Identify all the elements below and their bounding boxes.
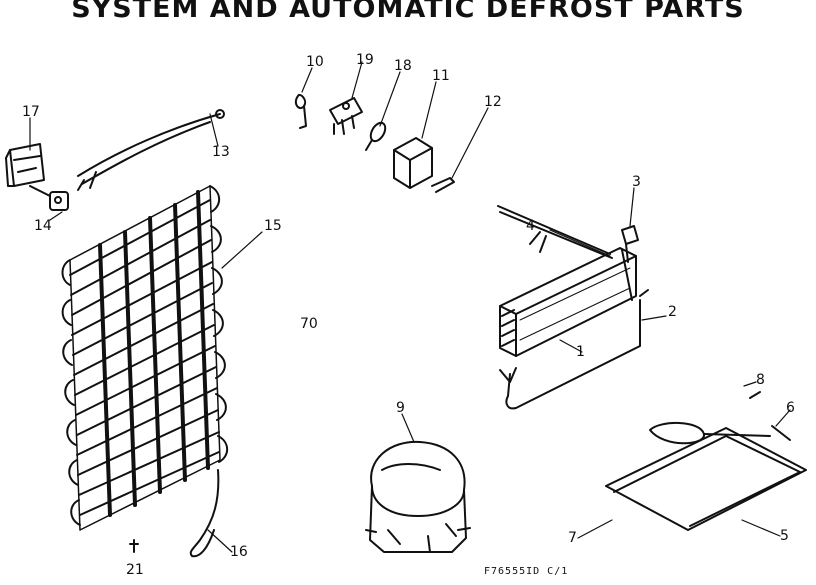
- callout-4: 4: [526, 218, 535, 234]
- figure-code: F76555ID C/1: [484, 566, 569, 577]
- callout-9: 9: [396, 400, 405, 416]
- diagram-title: SYSTEM AND AUTOMATIC DEFROST PARTS: [71, 0, 745, 24]
- evaporator: [499, 247, 637, 357]
- evaporator-wiring: [497, 205, 613, 259]
- callout-21: 21: [126, 562, 144, 578]
- callout-7: 7: [568, 530, 577, 546]
- callout-18: 18: [394, 58, 412, 74]
- callout-5: 5: [780, 528, 789, 544]
- callout-17: 17: [22, 104, 40, 120]
- callout-11: 11: [432, 68, 450, 84]
- capillary-clip: [294, 94, 307, 129]
- callout-70: 70: [300, 316, 318, 332]
- callout-10: 10: [306, 54, 324, 70]
- defrost-timer-bracket: [5, 143, 45, 187]
- bracket-clip: [431, 177, 455, 193]
- callout-8: 8: [756, 372, 765, 388]
- callout-6: 6: [786, 400, 795, 416]
- callout-15: 15: [264, 218, 282, 234]
- drain-tube: [189, 469, 220, 558]
- callout-16: 16: [230, 544, 248, 560]
- callout-3: 3: [632, 174, 641, 190]
- defrost-timer: [393, 137, 433, 189]
- condenser-coil: [61, 185, 229, 531]
- callout-14: 14: [34, 218, 52, 234]
- overload-part: [365, 121, 387, 151]
- compressor: [365, 440, 471, 553]
- drain-pan: [605, 391, 807, 531]
- callout-13: 13: [212, 144, 230, 160]
- defrost-heater: [499, 289, 649, 410]
- wire-harness: [77, 109, 225, 191]
- connector-part: [29, 185, 69, 211]
- leader-lines: [29, 61, 791, 553]
- relay-part: [329, 97, 363, 135]
- callout-19: 19: [356, 52, 374, 68]
- callout-2: 2: [668, 304, 677, 320]
- callout-1: 1: [576, 344, 585, 360]
- small-part: [129, 539, 139, 553]
- callout-12: 12: [484, 94, 502, 110]
